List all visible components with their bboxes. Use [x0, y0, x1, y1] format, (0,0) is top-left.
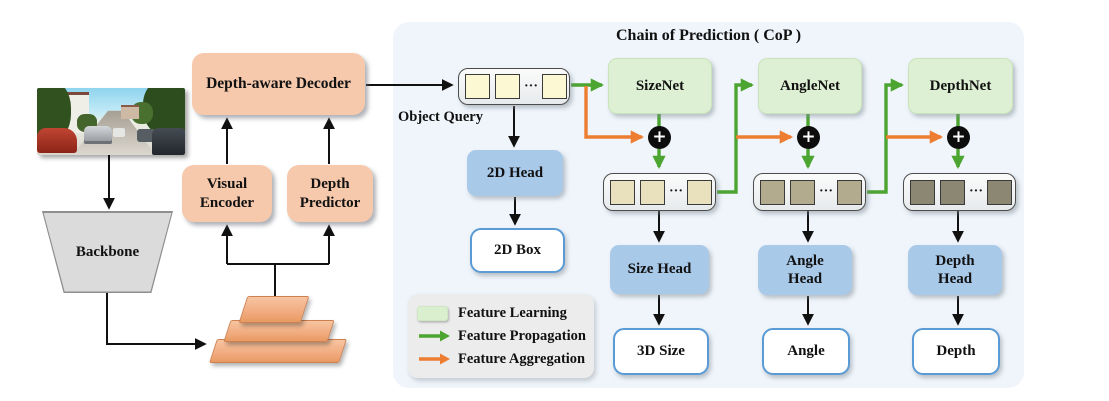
visual-encoder-label-line2: Encoder: [199, 194, 255, 211]
dark-car-far-shape: [137, 129, 156, 142]
pyramid-slab-middle: [223, 320, 335, 342]
visual-encoder-label-line1: Visual: [206, 176, 248, 193]
ellipsis: ···: [669, 184, 684, 199]
angle-output: Angle: [762, 328, 850, 375]
size-token: [687, 179, 713, 205]
pyramid-slab-top: [238, 296, 310, 323]
depth-head-box: Depth Head: [908, 245, 1002, 295]
add-icon: +: [648, 126, 671, 149]
legend-item-feature-learning: Feature Learning: [417, 305, 585, 322]
red-car-shape: [37, 128, 77, 153]
backbone-label: Backbone: [43, 212, 172, 292]
angle-head-box: Angle Head: [758, 245, 852, 295]
legend-label: Feature Aggregation: [458, 350, 586, 367]
query-token: [542, 74, 568, 99]
depth-token: [940, 179, 965, 205]
depth-output: Depth: [912, 328, 1000, 375]
angle-head-label-line2: Head: [787, 271, 823, 287]
cop-title: Chain of Prediction ( CoP ): [615, 27, 802, 44]
legend-label: Feature Learning: [458, 304, 567, 321]
legend-box: Feature Learning Feature Propagation Fea…: [408, 294, 594, 378]
size-token: [640, 179, 665, 205]
distant-house-shape: [121, 107, 139, 119]
angle-token: [837, 179, 863, 205]
street-scene-image: [37, 88, 185, 155]
object-query-label: Object Query: [398, 109, 483, 125]
add-icon: +: [797, 126, 820, 149]
query-token: [495, 74, 520, 99]
sizenet-box: SizeNet: [608, 58, 712, 114]
visual-encoder-box: Visual Encoder: [182, 165, 272, 222]
pyramid-slab-bottom: [209, 339, 347, 363]
depth-predictor-box: Depth Predictor: [287, 165, 373, 222]
feature-aggregation-arrow-icon: [417, 352, 451, 366]
silver-car-shape: [84, 126, 112, 144]
size-token: [610, 179, 635, 205]
angle-token: [760, 179, 785, 205]
anglenet-box: AngleNet: [758, 58, 862, 114]
feature-learning-swatch-icon: [417, 305, 448, 321]
angle-head-label-line1: Angle: [786, 252, 824, 269]
size-tokens: ···: [603, 173, 716, 211]
legend-item-feature-aggregation: Feature Aggregation: [417, 351, 585, 368]
ellipsis: ···: [819, 184, 834, 199]
2d-box-output: 2D Box: [470, 228, 565, 273]
ellipsis: ···: [969, 184, 984, 199]
depth-aware-decoder-box: Depth-aware Decoder: [192, 53, 365, 115]
object-query-tokens: ···: [458, 68, 570, 105]
depth-token: [910, 179, 935, 205]
angle-tokens: ···: [753, 173, 866, 211]
add-icon: +: [947, 126, 970, 149]
ellipsis: ···: [524, 78, 539, 94]
size-head-label: Size Head: [627, 261, 692, 278]
angle-token: [790, 179, 815, 205]
query-token: [465, 74, 490, 99]
backbone-shape: Backbone: [42, 211, 173, 293]
size-head-box: Size Head: [610, 245, 709, 294]
dark-car-shape: [152, 128, 185, 155]
depth-tokens: ···: [903, 173, 1016, 211]
2d-head-box: 2D Head: [467, 150, 563, 196]
legend-item-feature-propagation: Feature Propagation: [417, 327, 586, 345]
legend-label: Feature Propagation: [458, 327, 586, 344]
depthnet-box: DepthNet: [908, 58, 1013, 114]
3d-size-output: 3D Size: [613, 328, 709, 375]
depth-predictor-label-line2: Predictor: [299, 194, 361, 211]
depth-predictor-label-line1: Depth: [310, 176, 350, 193]
feature-propagation-arrow-icon: [417, 329, 451, 343]
arrow-backbone-to-pyramid: [106, 293, 207, 350]
depth-token: [987, 179, 1013, 205]
depth-head-label-line1: Depth: [935, 252, 975, 269]
white-car-shape: [113, 128, 125, 137]
depth-head-label-line2: Head: [937, 271, 973, 287]
